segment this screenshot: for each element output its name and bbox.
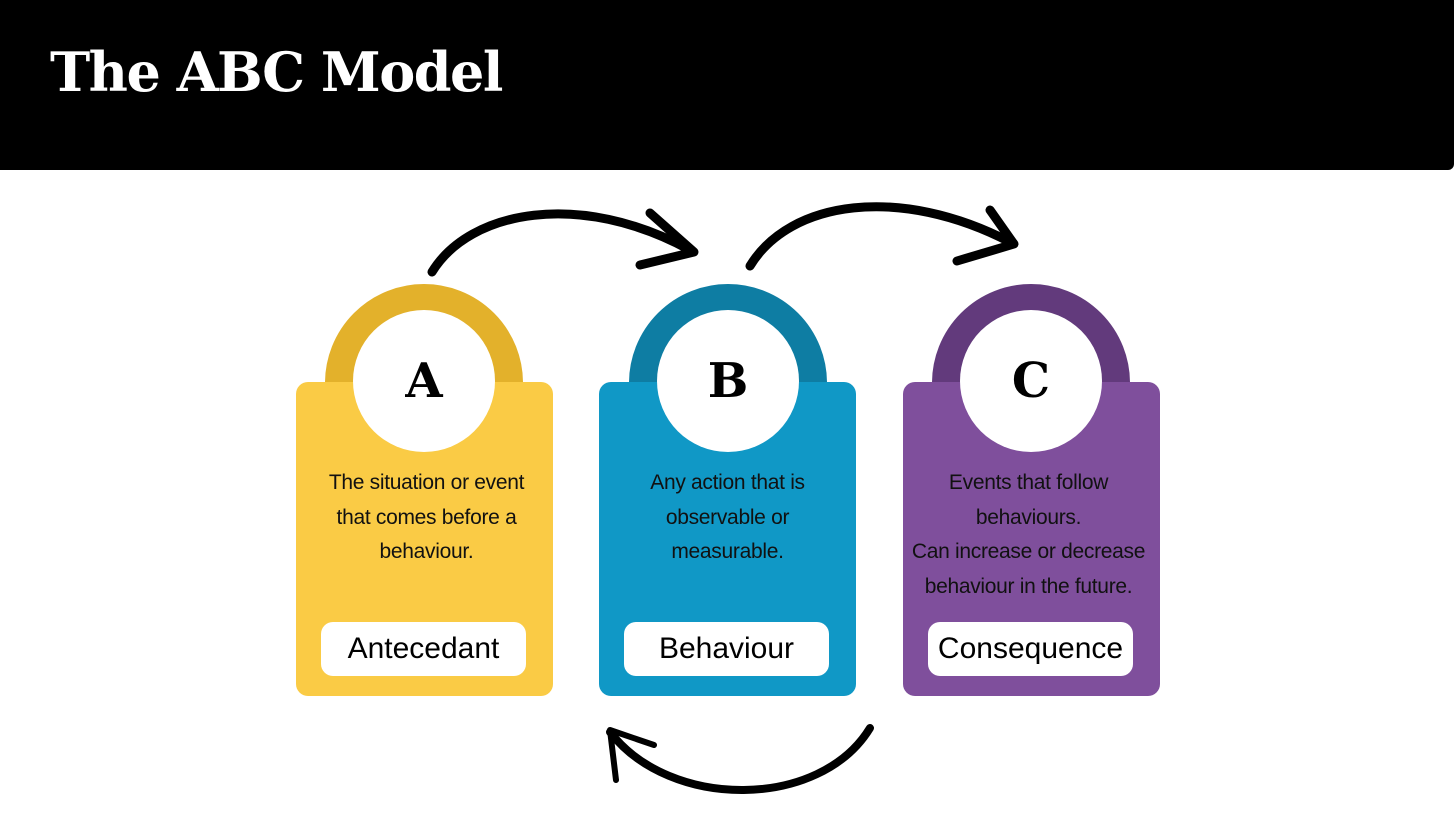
description-line: that comes before a — [336, 505, 517, 529]
label-text: Consequence — [937, 632, 1124, 665]
description-line: Events that follow — [948, 471, 1109, 494]
label-text: Antecedant — [347, 632, 500, 665]
description-line: behaviour in the future. — [924, 574, 1133, 598]
letter-a: A — [405, 353, 443, 409]
behaviour-label: Behaviour — [624, 622, 829, 676]
description-line: Any action that is — [650, 471, 805, 494]
label-text: Behaviour — [658, 632, 795, 665]
description-line: behaviours. — [975, 505, 1082, 529]
letter-b: B — [707, 353, 749, 409]
description-line: measurable. — [671, 540, 784, 563]
card-c-description: Events that follow behaviours. Can incre… — [900, 466, 1157, 604]
letter-a-circle: A — [353, 310, 495, 452]
description-line: Can increase or decrease — [911, 540, 1146, 563]
consequence-label: Consequence — [928, 622, 1133, 676]
card-b-description: Any action that is observable or measura… — [599, 466, 856, 570]
header-bar: The ABC Model — [0, 0, 1454, 170]
letter-c-circle: C — [960, 310, 1102, 452]
description-line: observable or — [665, 505, 790, 529]
arrow-c-to-b-icon — [606, 724, 874, 794]
description-line: behaviour. — [379, 540, 474, 563]
letter-c: C — [1011, 353, 1051, 409]
arrow-b-to-c-icon — [745, 202, 1019, 271]
letter-b-circle: B — [657, 310, 799, 452]
antecedant-label: Antecedant — [321, 622, 526, 676]
description-line: The situation or event — [328, 471, 525, 494]
page-title: The ABC Model — [50, 40, 503, 104]
card-a-description: The situation or event that comes before… — [298, 466, 555, 570]
arrow-a-to-b-icon — [427, 208, 699, 277]
